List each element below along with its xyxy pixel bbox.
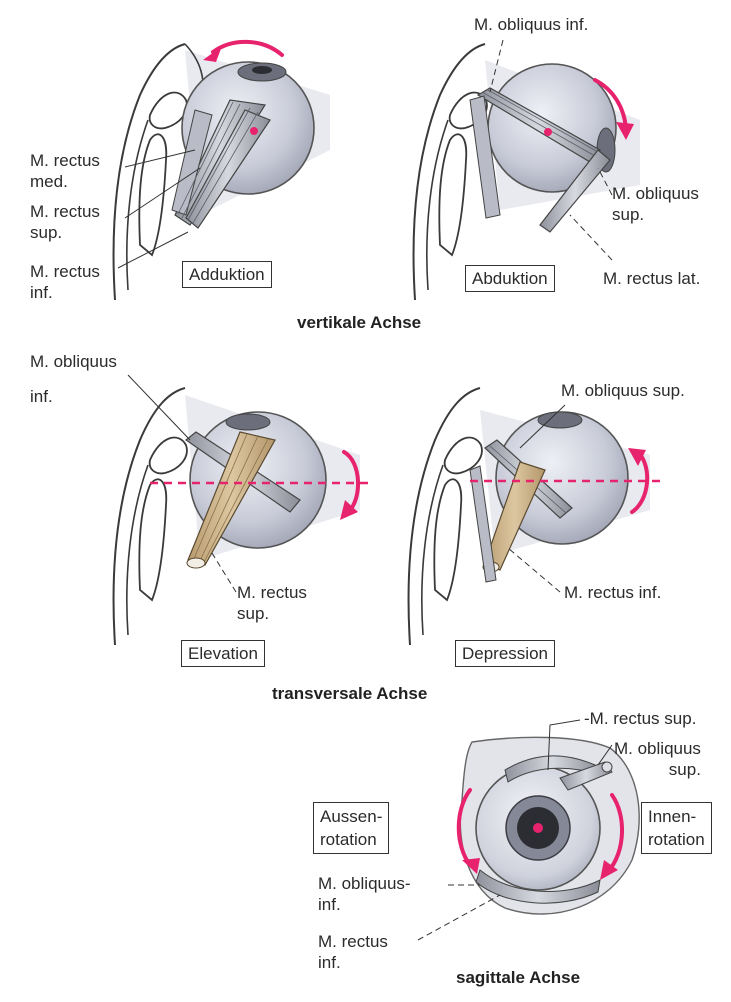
- movement-box-adduktion: Adduktion: [182, 261, 272, 288]
- label-line: M. obliquus: [614, 738, 701, 759]
- label-rectus-sup-elevation: M. rectus sup.: [237, 582, 307, 624]
- label-line: inf.: [318, 952, 388, 973]
- movement-box-depression: Depression: [455, 640, 555, 667]
- label-obliquus-sup-rotation: M. obliquus sup.: [614, 738, 701, 780]
- label-line: med.: [30, 171, 100, 192]
- label-line: Innen-: [648, 805, 705, 828]
- depression-illustration: [409, 388, 660, 645]
- label-obliquus-inf-elevation: M. obliquus inf.: [30, 351, 117, 407]
- label-line: M. obliquus: [30, 351, 117, 372]
- label-rectus-sup-adduktion: M. rectus sup.: [30, 201, 100, 243]
- label-rectus-inf-depression: M. rectus inf.: [564, 582, 661, 603]
- label-line: Aussen-: [320, 805, 382, 828]
- label-rectus-med-adduktion: M. rectus med.: [30, 150, 100, 192]
- axis-title-transverse: transversale Achse: [272, 684, 427, 704]
- label-line: sup.: [614, 759, 701, 780]
- abduktion-illustration: [414, 40, 640, 300]
- label-line: sup.: [612, 204, 699, 225]
- label-line: inf.: [30, 386, 117, 407]
- label-obliquus-inf-abduktion: M. obliquus inf.: [474, 14, 588, 35]
- label-line: inf.: [318, 894, 411, 915]
- label-rectus-lat-abduktion: M. rectus lat.: [603, 268, 700, 289]
- label-line: inf.: [30, 282, 100, 303]
- label-line: sup.: [30, 222, 100, 243]
- label-obliquus-inf-rotation: M. obliquus- inf.: [318, 873, 411, 915]
- label-rectus-inf-adduktion: M. rectus inf.: [30, 261, 100, 303]
- label-line: M. obliquus: [612, 183, 699, 204]
- label-rectus-sup-rotation: -M. rectus sup.: [584, 708, 696, 729]
- label-line: M. rectus: [237, 582, 307, 603]
- label-line: M. rectus: [318, 931, 388, 952]
- movement-box-elevation: Elevation: [181, 640, 265, 667]
- label-obliquus-sup-depression: M. obliquus sup.: [561, 380, 685, 401]
- label-obliquus-sup-abduktion: M. obliquus sup.: [612, 183, 699, 225]
- label-rectus-inf-rotation: M. rectus inf.: [318, 931, 388, 973]
- label-line: rotation: [648, 828, 705, 851]
- movement-box-abduktion: Abduktion: [465, 265, 555, 292]
- label-line: rotation: [320, 828, 382, 851]
- axis-title-vertical: vertikale Achse: [297, 313, 421, 333]
- rotation-box-innen: Innen- rotation: [641, 802, 712, 854]
- label-line: sup.: [237, 603, 307, 624]
- label-line: M. rectus: [30, 261, 100, 282]
- label-line: M. rectus: [30, 150, 100, 171]
- label-line: M. obliquus-: [318, 873, 411, 894]
- rotation-box-aussen: Aussen- rotation: [313, 802, 389, 854]
- rotation-illustration: [418, 720, 639, 940]
- axis-title-sagittal: sagittale Achse: [456, 968, 580, 988]
- label-line: M. rectus: [30, 201, 100, 222]
